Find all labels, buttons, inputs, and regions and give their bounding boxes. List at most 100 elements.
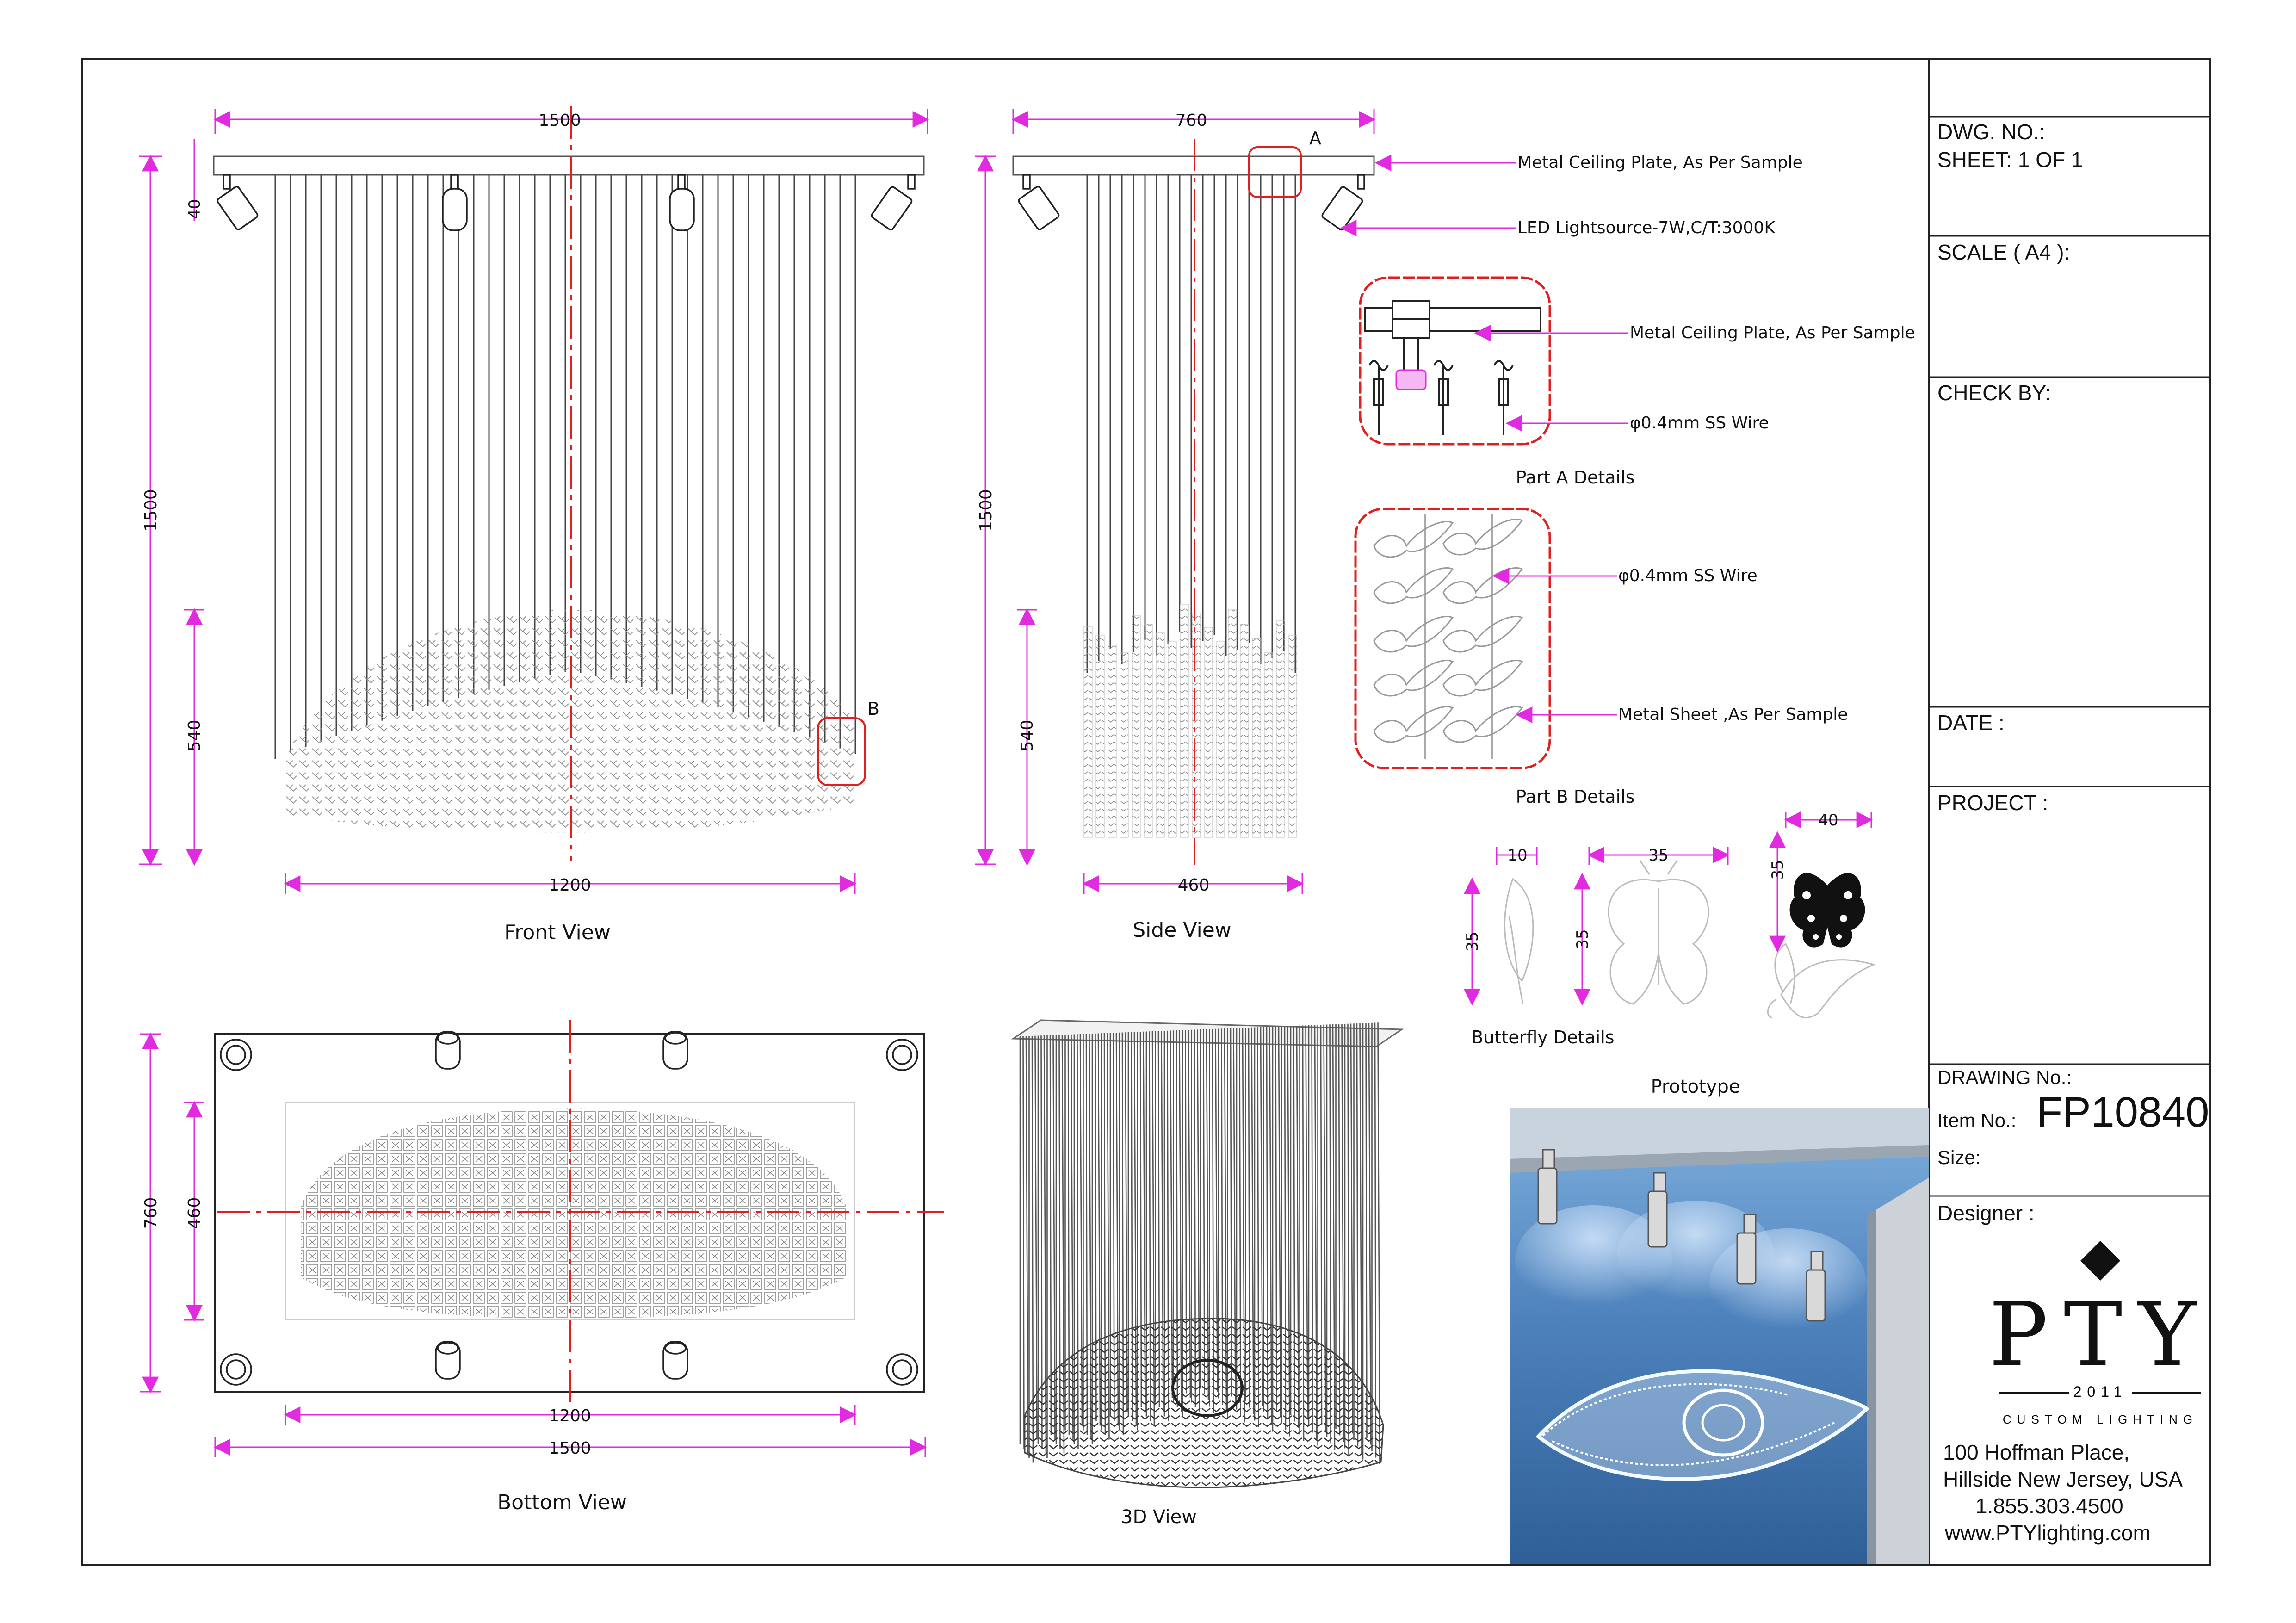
side-crystal-strand <box>1264 652 1273 838</box>
butterfly-front-outline <box>1608 860 1709 1005</box>
callout-ceiling-plate: Metal Ceiling Plate, As Per Sample <box>1517 153 1803 172</box>
part-b-butterflies <box>1373 518 1523 743</box>
bottom-led-lens <box>892 1045 912 1065</box>
part-b-butterfly <box>1373 659 1454 697</box>
dim-bf-front-width-label: 35 <box>1648 846 1668 865</box>
front-view-title: Front View <box>504 921 611 944</box>
three-d-wire <box>1350 1023 1354 1434</box>
item-no-label: Item No.: <box>1937 1109 2017 1131</box>
dwg-no-label: DWG. NO.: <box>1937 120 2045 144</box>
dim-bottom-depth-label: 760 <box>142 1197 161 1229</box>
dim-bf-front-height-label: 35 <box>1573 929 1592 949</box>
side-crystal-strand <box>1108 644 1117 838</box>
callout-wire-b: φ0.4mm SS Wire <box>1618 566 1758 585</box>
detail-b-marker-box <box>817 717 866 786</box>
side-crystal-strand <box>1168 641 1177 838</box>
dim-front-plate-label: 40 <box>186 199 204 219</box>
three-d-wire <box>1025 1036 1029 1454</box>
dim-front-width-label: 1500 <box>538 111 581 130</box>
prototype-photo <box>1510 1108 1929 1564</box>
three-d-wire <box>1368 1022 1372 1445</box>
side-crystal-strand <box>1180 604 1189 838</box>
bottom-led-lens <box>226 1359 246 1380</box>
dim-bf-side-height-label: 35 <box>1463 931 1482 951</box>
callout-wire-a: φ0.4mm SS Wire <box>1630 414 1769 433</box>
three-d-wire <box>1377 1022 1380 1464</box>
pty-logo-word: PTY <box>1989 1283 2212 1386</box>
dim-bottom-width-label: 1500 <box>549 1439 591 1458</box>
pty-logo: PTY 2011 CUSTOM LIGHTING <box>1948 1240 2253 1427</box>
three-d-view: 3D View <box>1011 1019 1404 1528</box>
part-a-plate <box>1364 307 1541 332</box>
three-d-wire <box>1374 1022 1377 1458</box>
bottom-view-title: Bottom View <box>497 1491 627 1514</box>
part-b-butterfly <box>1442 615 1523 653</box>
three-d-wires <box>1019 1022 1380 1464</box>
diamond-icon <box>2080 1241 2120 1281</box>
detail-b-marker: B <box>867 699 879 719</box>
bottom-led-lens <box>664 1032 687 1045</box>
side-crystal-strand <box>1288 635 1297 838</box>
part-b-butterfly <box>1373 520 1454 558</box>
dim-side-cluster-width-label: 460 <box>1178 876 1210 895</box>
side-crystal-strand <box>1120 652 1129 838</box>
sheet-border <box>81 58 2211 1566</box>
part-b-butterfly <box>1373 567 1454 604</box>
address-line2: Hillside New Jersey, USA <box>1943 1467 2183 1491</box>
side-crystal-strand <box>1095 635 1105 838</box>
side-crystal-strand <box>1156 632 1165 838</box>
part-a-hooks <box>1368 360 1514 435</box>
part-a-title: Part A Details <box>1516 467 1635 488</box>
front-ceiling-plate <box>213 155 925 176</box>
dim-front-height-label: 1500 <box>142 489 161 532</box>
butterfly-side-outline <box>1504 878 1534 1004</box>
side-led-fixtures <box>1018 174 1365 231</box>
side-crystal-strand <box>1216 641 1225 838</box>
side-crystal-strands <box>1083 604 1297 838</box>
side-crystal-strand <box>1276 620 1285 838</box>
address-line1: 100 Hoffman Place, <box>1943 1440 2130 1464</box>
dim-side-width-label: 760 <box>1176 111 1207 130</box>
part-b-butterfly <box>1442 659 1523 697</box>
side-crystal-strand <box>1240 624 1249 838</box>
detail-a-marker-box <box>1248 146 1302 198</box>
three-d-wire <box>1034 1035 1038 1440</box>
side-crystal-strand <box>1144 624 1153 838</box>
dim-front-cluster-label: 540 <box>185 720 204 752</box>
side-crystal-strand <box>1252 638 1261 838</box>
three-d-crystal-cluster <box>1024 1318 1384 1488</box>
part-b-butterfly <box>1442 518 1523 556</box>
dim-side-cluster-label: 540 <box>1018 720 1037 752</box>
part-b-butterfly <box>1442 567 1523 604</box>
part-a-outline <box>1359 276 1551 446</box>
part-b-butterfly <box>1373 706 1454 743</box>
item-no-value: FP10840 <box>2036 1089 2209 1136</box>
company-website: www.PTYlighting.com <box>1945 1521 2151 1545</box>
dim-bf-side-width-label: 10 <box>1507 846 1527 865</box>
callout-metal-sheet: Metal Sheet ,As Per Sample <box>1618 705 1848 724</box>
side-crystal-strand <box>1228 609 1237 838</box>
three-d-iris <box>1171 1359 1244 1417</box>
dim-bottom-inner-width-label: 1200 <box>549 1406 591 1425</box>
scale-label: SCALE ( A4 ): <box>1937 240 2070 264</box>
dim-bottom-inner-label: 460 <box>185 1197 204 1229</box>
front-view: B 1500 1500 40 540 1200 Front View <box>139 106 929 944</box>
butterfly-perspective-outline <box>1767 942 1876 1019</box>
side-crystal-strand <box>1132 615 1141 838</box>
bottom-led-lens <box>437 1032 459 1045</box>
side-suspension-wires <box>1086 175 1296 673</box>
side-crystal-strand <box>1083 626 1093 838</box>
prototype-title: Prototype <box>1651 1076 1740 1097</box>
dim-bf-black-width-label: 40 <box>1818 811 1838 830</box>
pty-logo-year-text: 2011 <box>2073 1383 2128 1400</box>
callout-led: LED Lightsource-7W,C/T:3000K <box>1517 218 1776 237</box>
check-by-label: CHECK BY: <box>1937 381 2051 405</box>
date-label: DATE : <box>1937 711 2005 735</box>
side-view-title: Side View <box>1133 918 1232 942</box>
butterfly-black-illustration <box>1789 873 1865 948</box>
drawing-no-label: DRAWING No.: <box>1937 1066 2072 1088</box>
pty-logo-tagline: CUSTOM LIGHTING <box>2002 1412 2198 1426</box>
prototype-photo-image <box>1510 1108 1929 1564</box>
